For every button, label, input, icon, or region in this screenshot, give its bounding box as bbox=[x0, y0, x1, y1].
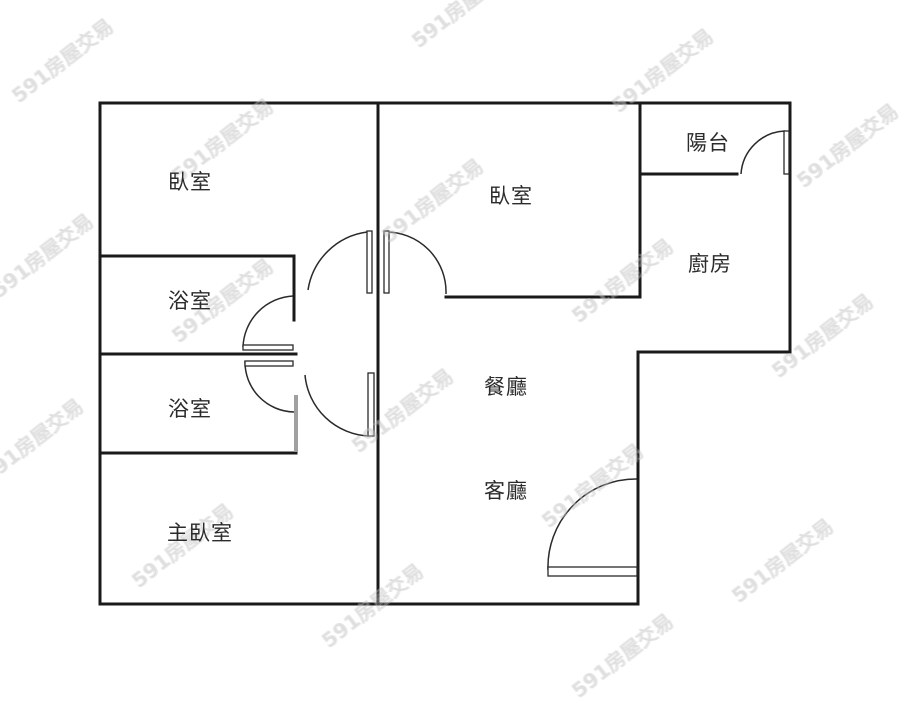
room-label-bedroom-2: 臥室 bbox=[489, 184, 533, 208]
floor-plan-drawing bbox=[98, 101, 792, 606]
bathroom-2-door-leaf bbox=[244, 360, 294, 367]
bedroom-1-door-leaf bbox=[366, 230, 373, 294]
room-label-bathroom-2: 浴室 bbox=[168, 397, 212, 421]
room-label-kitchen: 廚房 bbox=[688, 252, 732, 276]
hall-door-leaf bbox=[367, 372, 375, 437]
room-label-bedroom-1: 臥室 bbox=[168, 170, 212, 194]
room-label-bathroom-1: 浴室 bbox=[168, 289, 212, 313]
hall-door-swing-arc bbox=[304, 374, 370, 437]
bathroom-1-door-swing-arc bbox=[242, 295, 294, 348]
balcony-door-leaf bbox=[783, 130, 790, 175]
bathroom-2-door-swing-arc bbox=[244, 360, 295, 413]
room-label-master-bedroom: 主臥室 bbox=[167, 521, 233, 545]
bedroom-2-door-swing-arc bbox=[384, 231, 447, 295]
bedroom-1-door-swing-arc bbox=[307, 231, 368, 291]
room-label-balcony: 陽台 bbox=[686, 131, 730, 155]
entry-door-leaf bbox=[547, 566, 638, 577]
room-label-dining-room: 餐廳 bbox=[484, 375, 528, 399]
bathroom-1-door-leaf bbox=[242, 344, 294, 351]
bedroom-2-door-leaf bbox=[383, 230, 390, 294]
room-label-living-room: 客廳 bbox=[484, 479, 528, 503]
walls-layer bbox=[98, 101, 792, 606]
doors-layer bbox=[242, 130, 790, 577]
balcony-door-swing-arc bbox=[740, 130, 786, 175]
entry-door-swing-arc bbox=[547, 478, 638, 571]
